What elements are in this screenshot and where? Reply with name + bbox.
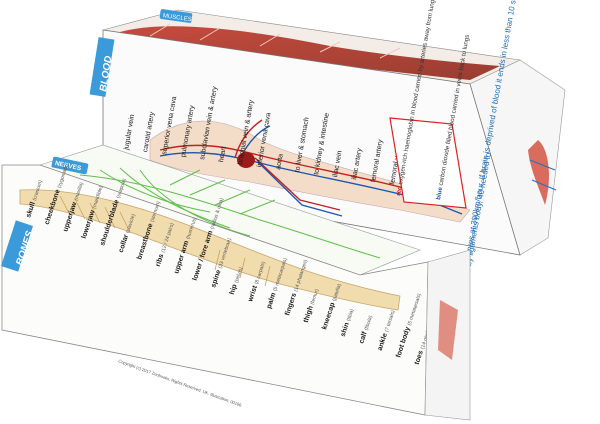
skeleton-ribs: [59, 195, 271, 287]
bone-label: calf(fibula): [358, 314, 374, 344]
muscles-tag: [159, 9, 193, 23]
blood-label: iliac vein: [332, 150, 344, 178]
nerves-tag: [51, 156, 89, 175]
side-panel-vessels: [438, 300, 458, 360]
bone-label: thigh(femur): [303, 288, 321, 324]
nerve-network: [79, 167, 381, 259]
blood-info-blue: blue: [435, 186, 444, 200]
blood-body-outline: [149, 120, 471, 223]
muscles-tag-label: MUSCLES: [162, 13, 192, 23]
muscle-figure: [120, 26, 500, 80]
bones-tag: [1, 220, 33, 272]
blood-label: aorta: [275, 153, 285, 170]
muscle-figure-detail: [149, 23, 401, 59]
blood-tag: [89, 37, 115, 97]
digestion-vessels: [529, 159, 557, 191]
bone-label: shin(tibia): [340, 308, 356, 338]
bone-label: hip(pelvis): [229, 266, 245, 296]
blood-label: heart: [218, 146, 228, 163]
blood-info-red: red: [395, 185, 404, 196]
digestion-figure: [528, 140, 550, 205]
heart: [237, 152, 255, 168]
